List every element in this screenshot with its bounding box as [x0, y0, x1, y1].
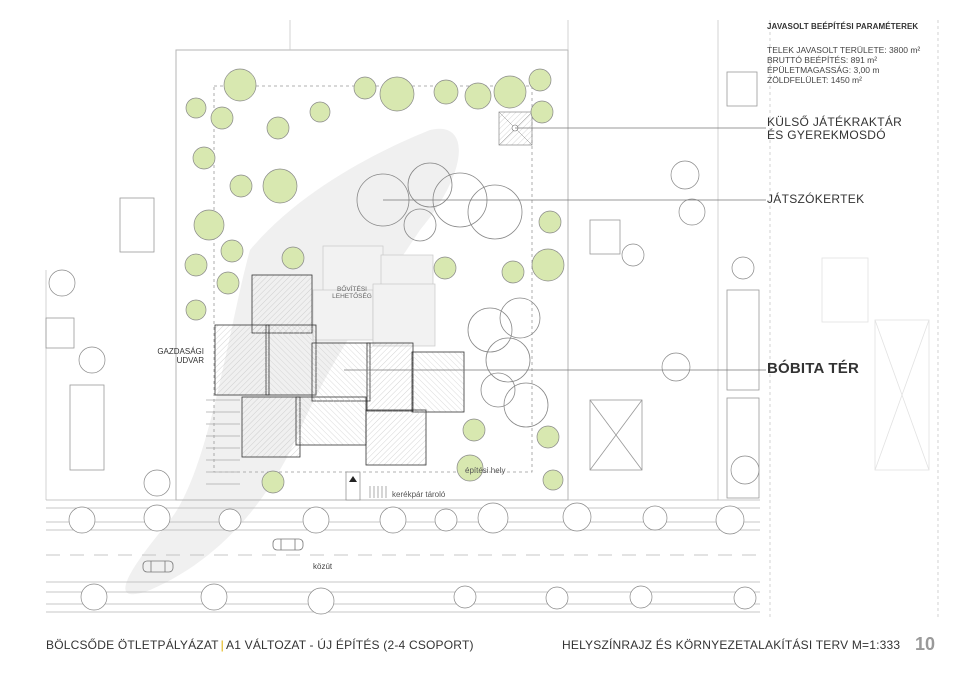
car-icon — [142, 538, 304, 573]
parameters-heading: JAVASOLT BEÉPÍTÉSI PARAMÉTEREK — [767, 22, 919, 31]
building-roofs — [214, 274, 465, 466]
entrance-arrow-icon — [345, 471, 361, 501]
parameters-panel: JAVASOLT BEÉPÍTÉSI PARAMÉTEREK TELEK JAV… — [767, 22, 947, 85]
param-plot-area: TELEK JAVASOLT TERÜLETE: 3800 m² — [767, 45, 921, 55]
parking-stalls — [206, 399, 240, 485]
outdoor-storage — [498, 111, 533, 146]
param-green-area: ZÖLDFELÜLET: 1450 m² — [767, 75, 862, 85]
neighbour-lines — [45, 20, 939, 620]
footer-right: HELYSZÍNRAJZ ÉS KÖRNYEZETALAKÍTÁSI TERV … — [562, 638, 901, 652]
bike-label: kerékpár tároló — [392, 490, 446, 499]
param-height: ÉPÜLETMAGASSÁG: 3,00 m — [767, 65, 880, 75]
site-label: építési hely — [465, 466, 506, 475]
page-number: 10 — [915, 634, 936, 654]
bike-rack-icon — [369, 486, 387, 498]
leader-lines — [344, 127, 766, 371]
yard-label: GAZDASÁGI UDVAR — [157, 347, 204, 365]
expansion-label: BŐVÍTÉSI LEHETŐSÉG — [332, 286, 372, 300]
footer-left: BÖLCSŐDE ÖTLETPÁLYÁZAT|A1 VÁLTOZAT - ÚJ … — [46, 638, 474, 652]
expansion-modules — [312, 245, 436, 347]
square-label: BÓBITA TÉR — [767, 360, 859, 377]
neighbour-buildings — [45, 71, 760, 499]
footer-separator: | — [220, 638, 224, 652]
playground-label: JÁTSZÓKERTEK — [767, 192, 865, 206]
road-label: közút — [313, 562, 333, 571]
param-gross-built: BRUTTÓ BEÉPÍTÉS: 891 m² — [767, 55, 878, 65]
faded-buildings — [821, 257, 930, 471]
storage-label: KÜLSŐ JÁTÉKRAKTÁR ÉS GYEREKMOSDÓ — [767, 115, 903, 142]
road — [46, 499, 760, 613]
trees — [48, 68, 760, 615]
